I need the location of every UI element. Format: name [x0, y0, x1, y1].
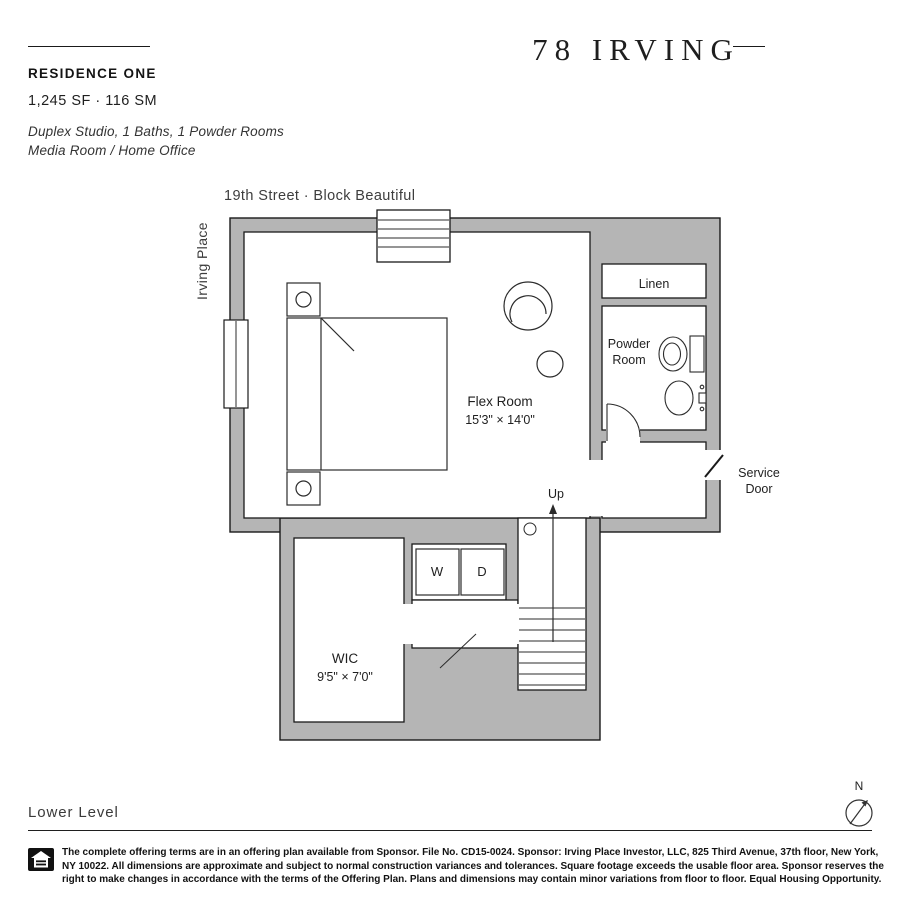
- sink-icon: [664, 380, 707, 416]
- header-rule-right: [733, 46, 765, 47]
- building-name: 78 IRVING: [532, 32, 740, 67]
- disclaimer-text: The complete offering terms are in an of…: [62, 847, 884, 886]
- up-arrow-icon: [549, 504, 557, 514]
- residence-title: RESIDENCE ONE: [28, 66, 157, 81]
- entry-steps-icon: [378, 219, 449, 248]
- side-table-icon: [536, 350, 564, 378]
- dryer-label: D: [477, 564, 487, 579]
- service-door-icon: [704, 454, 724, 478]
- level-label: Lower Level: [28, 804, 119, 821]
- washer-label: W: [430, 564, 444, 579]
- flex-room-label: Flex Room: [467, 394, 533, 409]
- stairs-icon: [439, 512, 585, 686]
- stairwell: [517, 517, 587, 691]
- header-rule-left: [28, 46, 150, 47]
- powder-door-icon: [606, 403, 641, 441]
- footer-rule: [28, 830, 872, 831]
- compass-north-label: N: [854, 779, 864, 793]
- linen-label: Linen: [638, 277, 670, 291]
- wic-dims: 9'5" × 7'0": [317, 670, 373, 684]
- unit-description-line1: Duplex Studio, 1 Baths, 1 Powder Rooms: [28, 124, 284, 139]
- linen-closet: [601, 263, 707, 299]
- washer-dryer-icon: [415, 548, 505, 596]
- area-text: 1,245 SF · 116 SM: [28, 93, 158, 109]
- service-vestibule: [601, 441, 707, 519]
- lounge-chair-icon: [503, 281, 564, 378]
- compass-icon: [845, 799, 873, 827]
- equal-housing-icon: [28, 848, 54, 871]
- wic-room: [293, 537, 405, 723]
- unit-description-line2: Media Room / Home Office: [28, 143, 196, 158]
- bed-icon: [286, 282, 448, 506]
- service-door-label: Service Door: [738, 466, 780, 496]
- street-label-top: 19th Street · Block Beautiful: [224, 188, 416, 204]
- street-label-left: Irving Place: [194, 222, 210, 300]
- wic-label: WIC: [331, 651, 359, 666]
- flex-room-dims: 15'3" × 14'0": [465, 413, 535, 427]
- up-label: Up: [548, 487, 564, 501]
- toilet-icon: [658, 335, 705, 373]
- lower-corridor: [411, 599, 519, 649]
- powder-room-label: Powder Room: [607, 337, 651, 367]
